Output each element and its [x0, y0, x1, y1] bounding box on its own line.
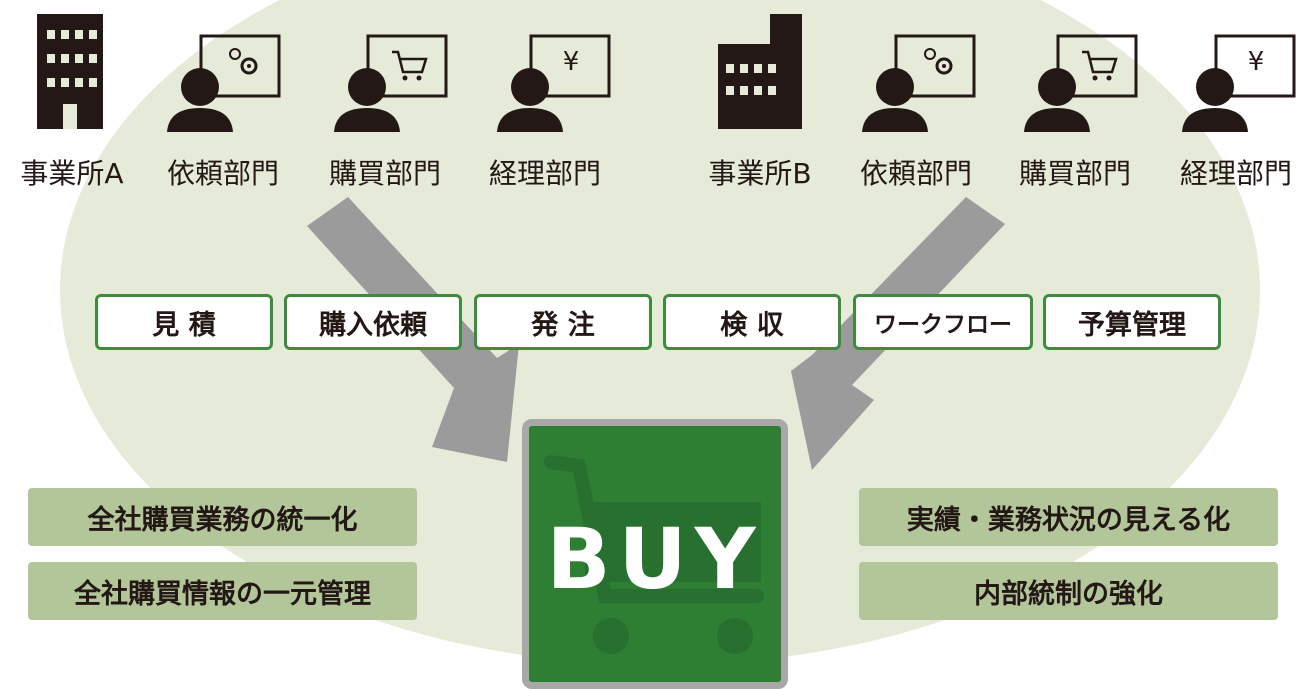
product-name: BUY — [546, 510, 764, 608]
process-box-purchase-request: 購入依頼 — [284, 294, 462, 350]
process-box-workflow: ワークフロー — [853, 294, 1033, 350]
department-label: 経理部門 — [1179, 157, 1292, 190]
department-label: 経理部門 — [488, 157, 601, 190]
office-label-a: 事業所A — [20, 157, 124, 190]
yen-symbol: ¥ — [563, 47, 580, 77]
department-label: 依頼部門 — [859, 157, 972, 190]
gear-monitor-icon — [862, 34, 976, 132]
department-label: 購買部門 — [328, 157, 441, 190]
cart-monitor-icon — [1024, 34, 1138, 132]
department-label: 購買部門 — [1018, 157, 1131, 190]
benefit-box: 内部統制の強化 — [859, 562, 1278, 620]
process-box-budget: 予算管理 — [1043, 294, 1221, 350]
process-box-quote: 見 積 — [95, 294, 273, 350]
cart-monitor-icon — [334, 34, 448, 132]
yen-monitor-icon: ¥ — [1182, 34, 1296, 132]
office-label-b: 事業所B — [708, 157, 812, 190]
building-icon — [718, 14, 802, 129]
benefit-box: 全社購買業務の統一化 — [28, 488, 417, 546]
process-box-inspection: 検 収 — [663, 294, 841, 350]
yen-monitor-icon: ¥ — [497, 34, 611, 132]
department-label: 依頼部門 — [166, 157, 279, 190]
gear-monitor-icon — [167, 34, 281, 132]
buy-product-box: BUY — [522, 419, 788, 689]
benefit-box: 全社購買情報の一元管理 — [28, 562, 417, 620]
yen-symbol: ¥ — [1248, 47, 1265, 77]
process-box-order: 発 注 — [474, 294, 652, 350]
building-icon — [37, 14, 103, 129]
cart-icon — [544, 455, 764, 654]
benefit-box: 実績・業務状況の見える化 — [859, 488, 1278, 546]
